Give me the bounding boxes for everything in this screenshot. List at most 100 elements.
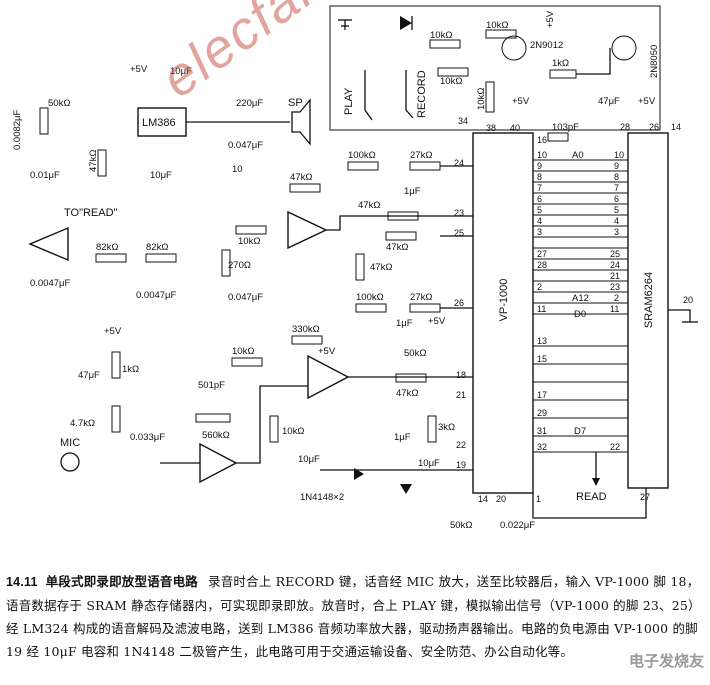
- r-47k-a: [97, 149, 107, 177]
- r-4-7k: [111, 405, 121, 433]
- r-10k-c-label: 10kΩ: [440, 76, 462, 87]
- r-560k-label: 560kΩ: [202, 430, 230, 441]
- vp-pin-10: 10: [537, 150, 547, 160]
- r-3k: [427, 415, 437, 443]
- r-27k-a: [409, 161, 441, 171]
- vp-pin-15: 15: [537, 354, 547, 364]
- c-103p: [547, 132, 569, 142]
- opamp-filter-b: [28, 226, 69, 262]
- r-47k-c-label: 47kΩ: [358, 200, 380, 211]
- r-3k-label: 3kΩ: [438, 422, 455, 433]
- vp-pin-27: 27: [537, 249, 547, 259]
- r-82k-b-label: 82kΩ: [146, 242, 168, 253]
- sram-chip: [627, 132, 669, 489]
- sram-pin-26: 26: [649, 122, 659, 132]
- figure-title: 单段式即录即放型语音电路: [45, 574, 198, 589]
- sram-pin-6: 6: [614, 194, 619, 204]
- vp1000-label: VP-1000: [498, 279, 510, 322]
- r-330k: [291, 335, 323, 345]
- mic-label: MIC: [60, 437, 80, 449]
- sram-pin-2: 2: [614, 293, 619, 303]
- c-0033-label: 0.033μF: [130, 432, 165, 443]
- vp-pin-7: 7: [537, 183, 542, 193]
- vp-pin-1: 1: [536, 494, 541, 504]
- opamp-filter-a: [287, 210, 328, 250]
- vp-pin-5: 5: [537, 205, 542, 215]
- corner-logo: 电子发烧友: [628, 652, 704, 670]
- sram-pin-11: 11: [610, 304, 619, 314]
- r-82k-a: [95, 253, 127, 263]
- vp-pin-8: 8: [537, 172, 542, 182]
- c-10u-b-label: 10μF: [150, 170, 172, 181]
- r-82k-b: [145, 253, 177, 263]
- plus5v-lm386: +5V: [130, 64, 148, 75]
- r-10k-f: [231, 357, 263, 367]
- q1-label: 2N9012: [530, 40, 563, 51]
- signal-a12: A12: [572, 293, 589, 304]
- signal-d0: D0: [574, 309, 586, 320]
- plus5v-top: +5V: [545, 10, 556, 28]
- sram-pin-20: 20: [683, 295, 693, 305]
- c-0047u-a-label: 0.047μF: [228, 140, 263, 151]
- record-switch-label[interactable]: RECORD: [416, 70, 428, 118]
- c-10u-a-label: 10μF: [170, 66, 192, 77]
- sram-pin-28: 28: [620, 122, 630, 132]
- play-switch-label[interactable]: PLAY: [343, 87, 355, 115]
- figure-description: 录音时合上 RECORD 键，话音经 MIC 放大，送至比较器后，输入 VP-1…: [6, 574, 701, 659]
- vp-pin-4: 4: [537, 216, 542, 226]
- pot-50k-c-label: 50kΩ: [450, 520, 472, 531]
- vp-pin-40: 40: [510, 123, 520, 133]
- q2-label: 2N8050: [649, 45, 660, 78]
- r-330k-label: 330kΩ: [292, 324, 320, 335]
- plus5v-mic: +5V: [104, 326, 122, 337]
- pot-50k-b-label: 50kΩ: [404, 348, 426, 359]
- r-27k-b: [409, 303, 441, 313]
- c-1u-a-label: 1μF: [404, 186, 421, 197]
- transistor-2n9012: [501, 35, 527, 61]
- r-27k-a-label: 27kΩ: [410, 150, 432, 161]
- r-10k-e-label: 10kΩ: [238, 236, 260, 247]
- plus5v-comp: +5V: [318, 346, 336, 357]
- diode-top: [400, 16, 412, 30]
- speaker-icon: [291, 98, 311, 146]
- sram-pin-3: 3: [614, 227, 619, 237]
- c-103p-label: 103pF: [552, 122, 579, 133]
- c-00047-a-label: 0.0047μF: [30, 278, 71, 289]
- vp-pin-9: 9: [537, 161, 542, 171]
- r-10k-d-label: 10kΩ: [476, 88, 487, 110]
- sram-pin-4: 4: [614, 216, 619, 226]
- c-47u-top-label: 47μF: [598, 96, 620, 107]
- mic-icon: [60, 452, 80, 472]
- sram-pin-24: 24: [610, 260, 620, 270]
- r-1k-b: [111, 351, 121, 379]
- sram-pin-10: 10: [614, 150, 624, 160]
- pot-50k-label: 50kΩ: [48, 98, 70, 109]
- c-00047-b-label: 0.0047μF: [136, 290, 177, 301]
- signal-d7: D7: [574, 426, 586, 437]
- c-10u-c-label: 10μF: [298, 454, 320, 465]
- vp-pin-22: 22: [456, 440, 466, 450]
- sram-pin-8: 8: [614, 172, 619, 182]
- c-001-label: 0.01μF: [30, 170, 60, 181]
- r-10k-b-label: 10kΩ: [486, 20, 508, 31]
- vp-pin-31: 31: [537, 426, 547, 436]
- r-47k-d: [385, 231, 417, 241]
- sram-pin-21: 21: [610, 271, 620, 281]
- c-0022-label: 0.022μF: [500, 520, 535, 531]
- r-10k-e: [235, 225, 267, 235]
- diode-1n4148-a: [354, 468, 364, 480]
- circuit-schematic: VP-1000 SRAM6264 16 10 9 8 7 6 5 4 3 27 …: [12, 5, 698, 531]
- c-1u-b-label: 1μF: [396, 318, 413, 329]
- vp-pin-25: 25: [454, 228, 464, 238]
- vp-pin-3: 3: [537, 227, 542, 237]
- r-10k-f-label: 10kΩ: [232, 346, 254, 357]
- vp-pin-32: 32: [537, 442, 547, 452]
- r-1k-b-label: 1kΩ: [122, 364, 139, 375]
- plus5v-pot: +5V: [428, 316, 446, 327]
- r-4-7k-label: 4.7kΩ: [70, 418, 95, 429]
- c-0047u-b-label: 0.047μF: [228, 292, 263, 303]
- vp-pin-2: 2: [537, 282, 542, 292]
- r-10k-c: [437, 67, 469, 77]
- r-47k-e-label: 47kΩ: [370, 262, 392, 273]
- r-1k-a-label: 1kΩ: [552, 58, 569, 69]
